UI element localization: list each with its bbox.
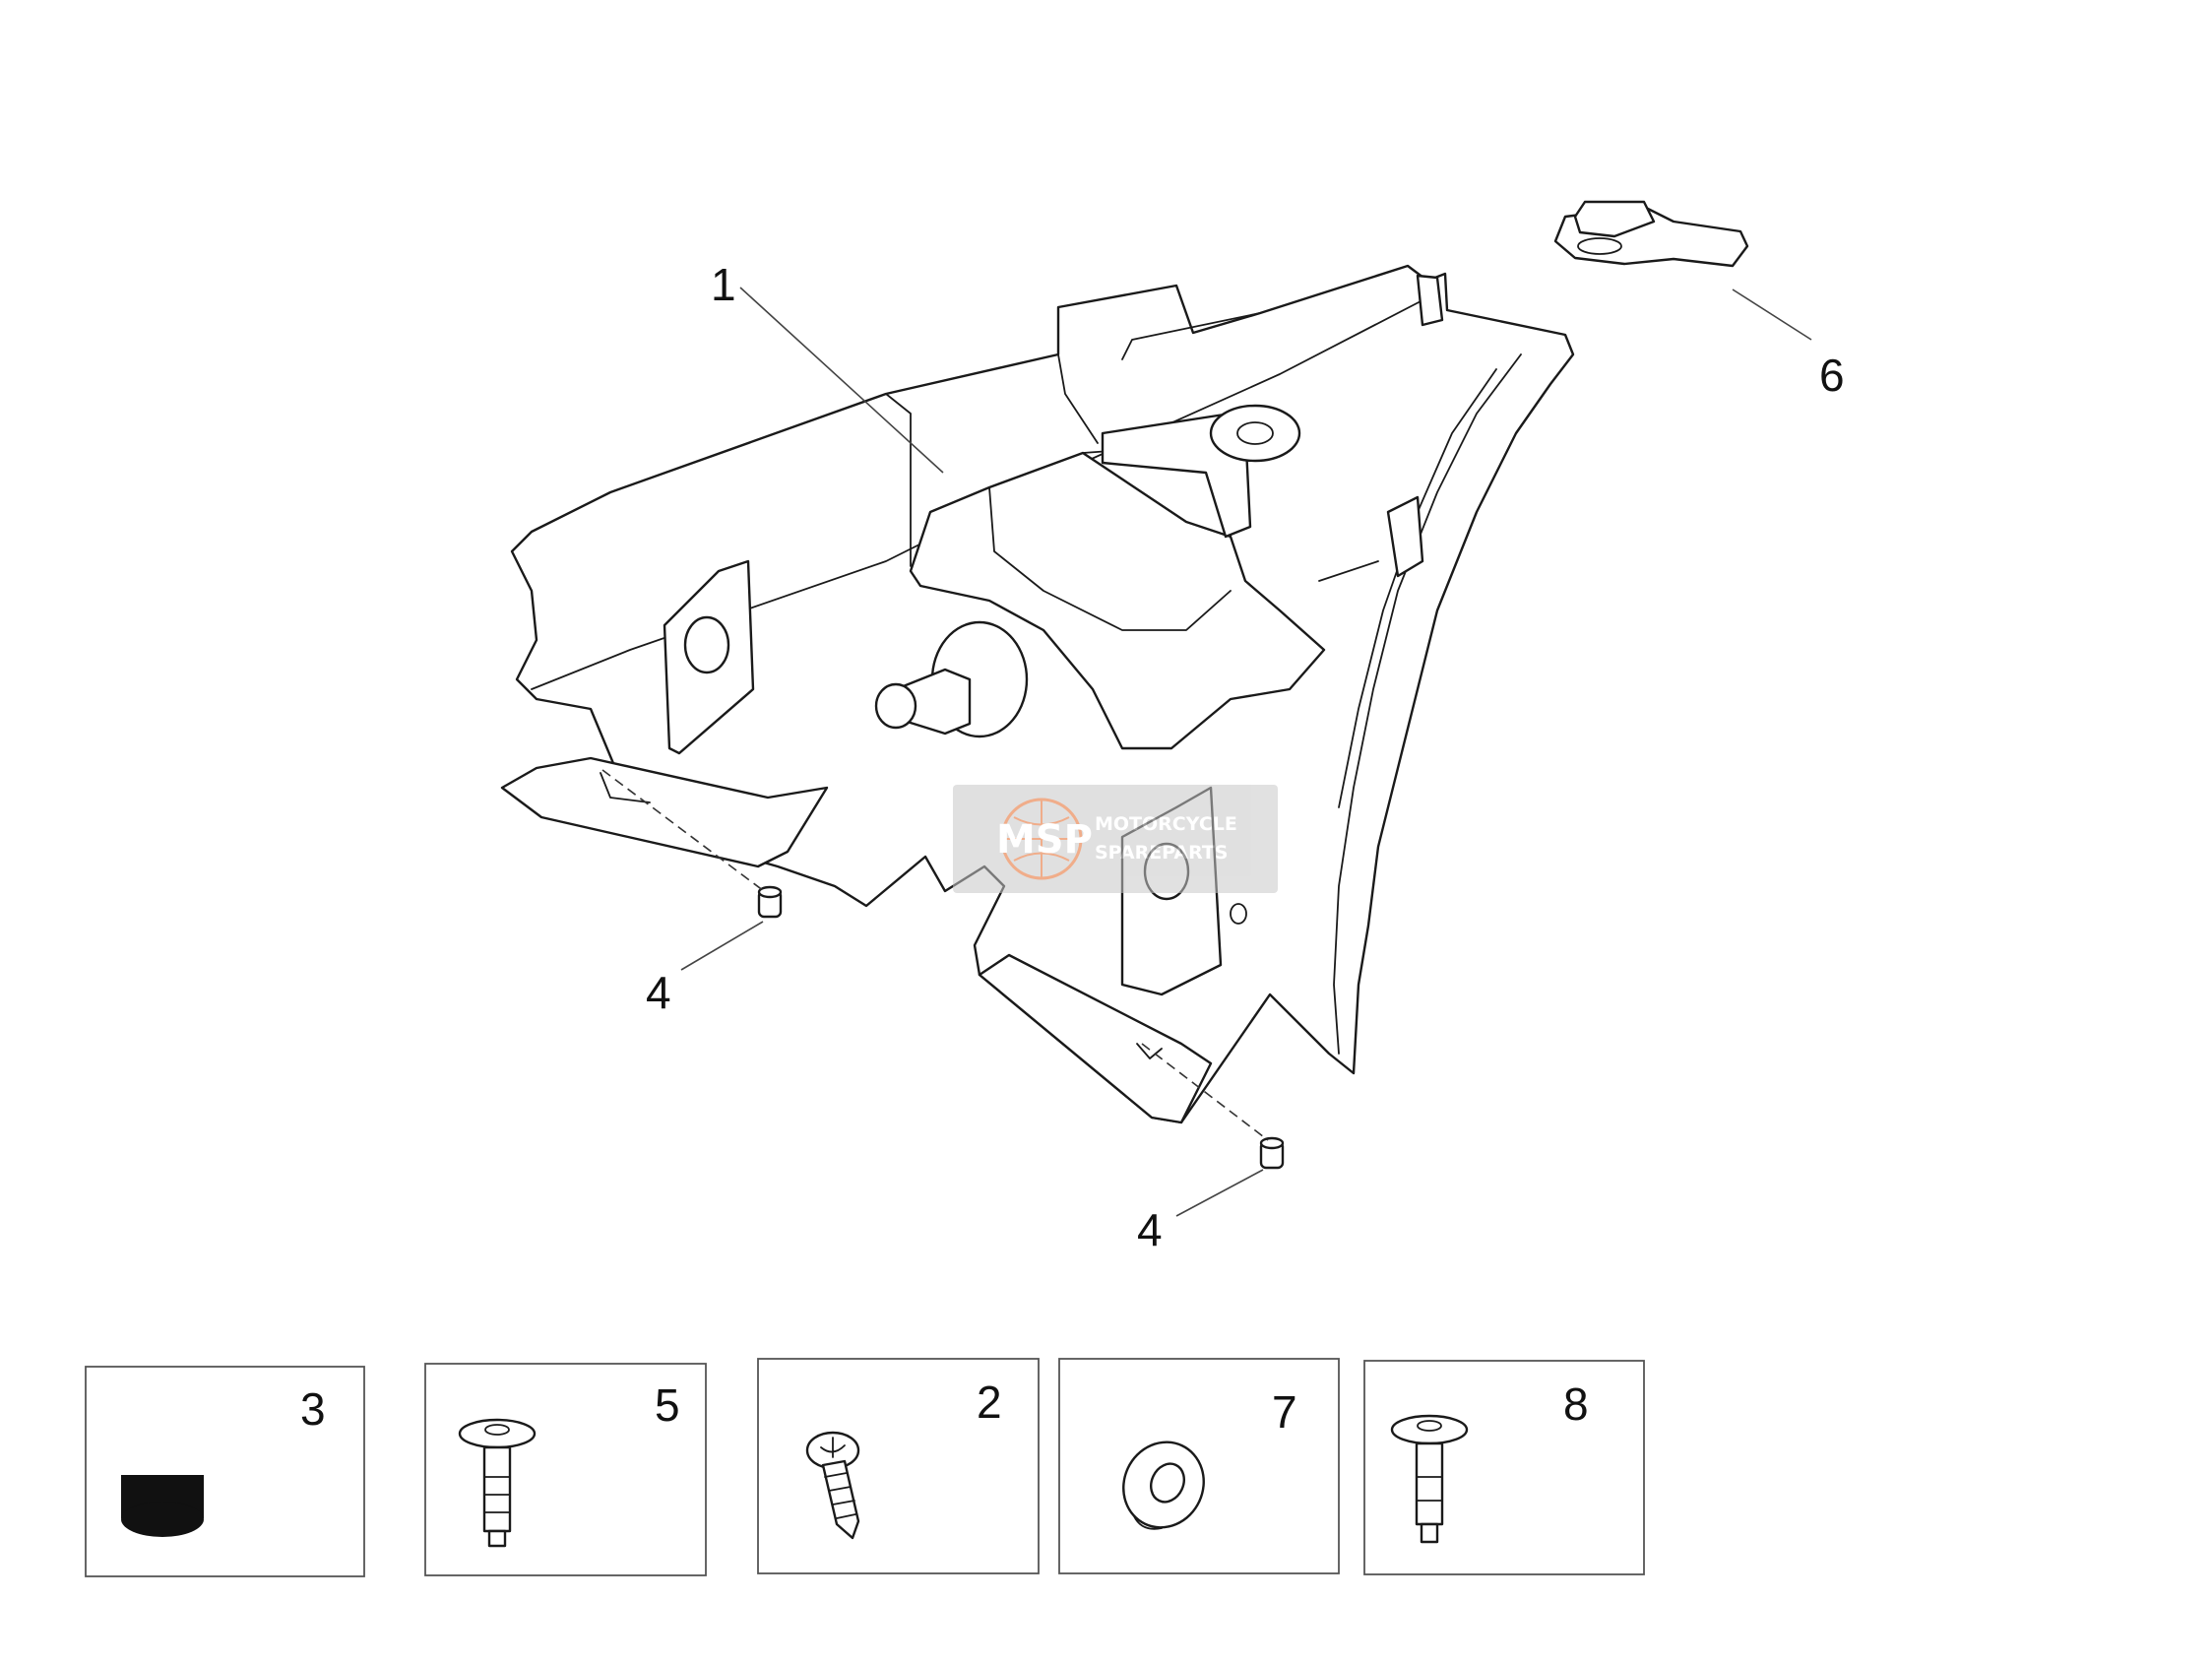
spacer-part-left bbox=[757, 885, 783, 919]
kit-box-7-number: 7 bbox=[1272, 1386, 1297, 1438]
spacer-part-right bbox=[1259, 1136, 1285, 1170]
kit-box-2: 2 bbox=[757, 1358, 1040, 1574]
callout-4-left: 4 bbox=[646, 967, 671, 1018]
leader-line-4-right bbox=[1175, 1169, 1264, 1217]
rear-panel-part bbox=[500, 264, 1575, 1124]
kit-box-5: 5 bbox=[424, 1363, 707, 1576]
kit-box-3: 3 bbox=[85, 1366, 365, 1577]
kit-box-5-number: 5 bbox=[655, 1379, 680, 1431]
leader-line-6 bbox=[1732, 288, 1812, 341]
washer-icon bbox=[1122, 1441, 1205, 1530]
watermark-logo: MSP bbox=[996, 817, 1093, 863]
callout-1: 1 bbox=[711, 259, 736, 310]
rubber-grommet-icon bbox=[121, 1475, 204, 1537]
kit-box-7: 7 bbox=[1058, 1358, 1340, 1574]
self-tapping-screw-icon bbox=[805, 1431, 860, 1540]
kit-box-3-number: 3 bbox=[300, 1383, 326, 1435]
msp-watermark: MSP MOTORCYCLE SPAREPARTS bbox=[953, 785, 1278, 893]
kit-box-8: 8 bbox=[1363, 1360, 1645, 1575]
watermark-line1: MOTORCYCLE bbox=[1095, 813, 1237, 835]
kit-box-2-number: 2 bbox=[977, 1377, 1002, 1428]
leader-line-1 bbox=[739, 287, 944, 474]
retaining-clip-part bbox=[1553, 200, 1749, 268]
leader-line-4-left bbox=[680, 921, 764, 971]
watermark-line2: SPAREPARTS bbox=[1095, 842, 1229, 864]
flange-screw-icon bbox=[1390, 1414, 1469, 1544]
flange-screw-icon bbox=[458, 1418, 537, 1548]
callout-4-right: 4 bbox=[1137, 1204, 1163, 1255]
callout-6: 6 bbox=[1819, 350, 1845, 401]
kit-box-8-number: 8 bbox=[1563, 1378, 1589, 1430]
